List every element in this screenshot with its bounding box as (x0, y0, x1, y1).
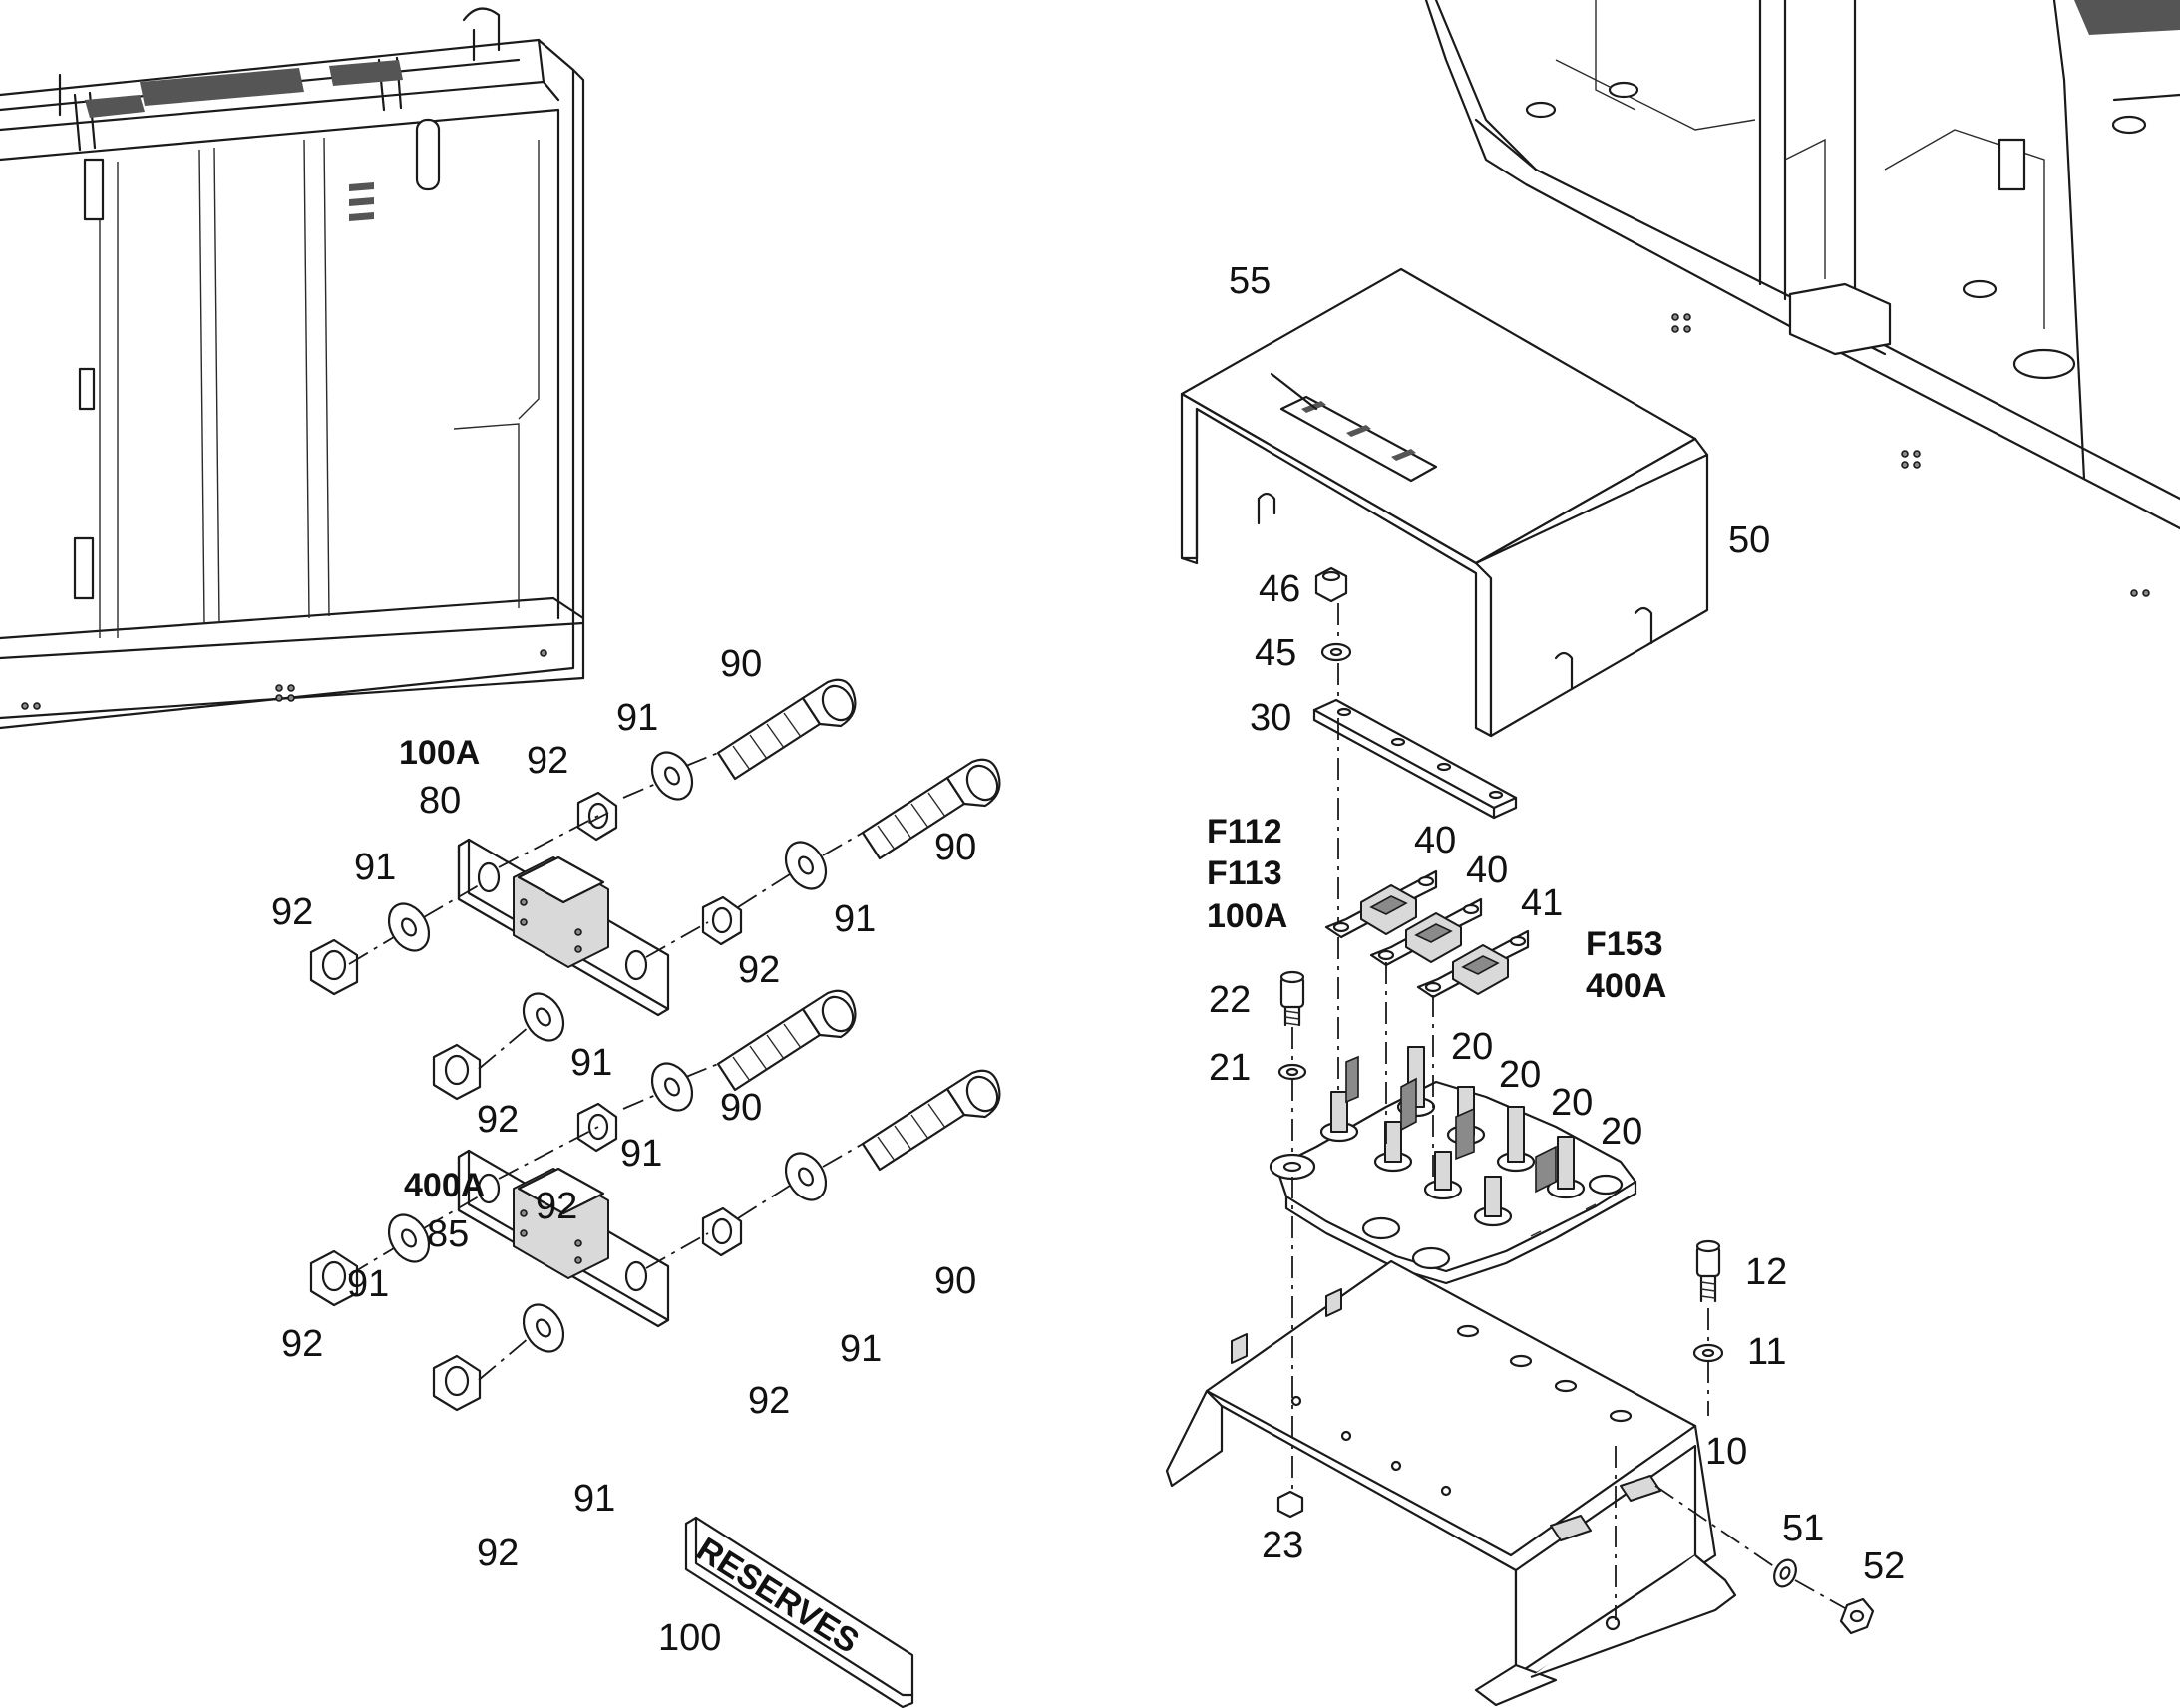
label-92-e: 92 (536, 1186, 577, 1227)
bolt-90-top-b (861, 758, 1001, 860)
bolt-90-top-d (861, 1069, 1001, 1172)
label-90-c: 90 (720, 1087, 762, 1129)
label-92-g: 92 (748, 1380, 790, 1422)
label-52: 52 (1863, 1545, 1905, 1587)
rating-400a-holder: 400A (404, 1167, 485, 1204)
screw-12-washer-11 (1692, 1239, 1724, 1363)
screw-22-washer-21 (1277, 970, 1307, 1081)
label-91-d: 91 (570, 1042, 612, 1084)
busbar-30 (1312, 698, 1518, 820)
cover-part-50 (1180, 267, 1709, 738)
label-50: 50 (1728, 519, 1770, 561)
label-90-d: 90 (934, 1260, 976, 1302)
label-20-d: 20 (1601, 1111, 1642, 1153)
cabinet-right (1424, 0, 2180, 597)
label-55: 55 (1229, 260, 1271, 302)
label-30: 30 (1250, 697, 1291, 739)
label-41: 41 (1521, 882, 1563, 924)
label-92-d: 92 (477, 1099, 519, 1141)
fuse-base-20 (1269, 1046, 1637, 1285)
rating-100a-holder: 100A (399, 734, 480, 772)
label-40-a: 40 (1414, 820, 1456, 861)
fuse-40a (1324, 869, 1438, 939)
fuse-40b (1369, 897, 1483, 967)
label-92-c: 92 (738, 949, 780, 991)
label-22: 22 (1209, 979, 1251, 1021)
assembly-centerlines-right (1291, 603, 1846, 1620)
label-12: 12 (1745, 1251, 1787, 1293)
label-100: 100 (658, 1617, 721, 1659)
label-92-a: 92 (527, 740, 568, 782)
designation-f153: F153 (1586, 925, 1663, 963)
cabinet-left (0, 7, 585, 730)
rating-100a-fuse: 100A (1207, 897, 1287, 935)
label-46: 46 (1259, 568, 1300, 610)
label-20-c: 20 (1551, 1082, 1593, 1124)
label-91-b: 91 (354, 847, 396, 888)
label-21: 21 (1209, 1047, 1251, 1089)
fuse-holder-85-assembly (309, 989, 1001, 1412)
rating-labels: 100A 400A F112 F113 100A F153 400A (399, 734, 1666, 1204)
label-11: 11 (1747, 1331, 1786, 1373)
label-23: 23 (1262, 1525, 1303, 1566)
label-40-b: 40 (1466, 850, 1508, 891)
label-91-e: 91 (620, 1133, 662, 1175)
reserves-plate-100: RESERVES (684, 1516, 914, 1708)
label-92-f: 92 (281, 1323, 323, 1365)
part-number-labels: 55 50 46 45 30 40 40 41 22 21 20 20 20 2… (271, 260, 1905, 1659)
label-85: 85 (427, 1213, 469, 1255)
designation-f113: F113 (1207, 854, 1282, 892)
label-91-f: 91 (347, 1263, 389, 1305)
nut-23 (1276, 1490, 1304, 1519)
stack-46-45-30 (1312, 566, 1518, 820)
rating-400a-fuse: 400A (1586, 967, 1666, 1005)
fuse-41 (1416, 929, 1530, 999)
label-20-b: 20 (1499, 1054, 1541, 1096)
label-92-b: 92 (271, 891, 313, 933)
bolt-90-top-c (716, 989, 857, 1092)
designation-f112: F112 (1207, 813, 1282, 851)
label-92-h: 92 (477, 1533, 519, 1574)
label-10: 10 (1705, 1431, 1747, 1473)
label-91-h: 91 (573, 1478, 615, 1520)
label-91-g: 91 (840, 1328, 882, 1370)
label-91-a: 91 (616, 697, 658, 739)
label-90-a: 90 (720, 643, 762, 685)
label-45: 45 (1255, 632, 1296, 674)
label-91-c: 91 (834, 898, 876, 940)
label-51: 51 (1782, 1508, 1824, 1549)
label-90-b: 90 (934, 827, 976, 868)
label-20-a: 20 (1451, 1026, 1493, 1068)
bolt-90-top-a (716, 678, 857, 781)
label-80: 80 (419, 780, 461, 822)
bracket-10 (1165, 1259, 1737, 1707)
washer-51-nut-52 (1773, 1558, 1875, 1635)
fuse-holder-80-assembly (309, 678, 1001, 1101)
